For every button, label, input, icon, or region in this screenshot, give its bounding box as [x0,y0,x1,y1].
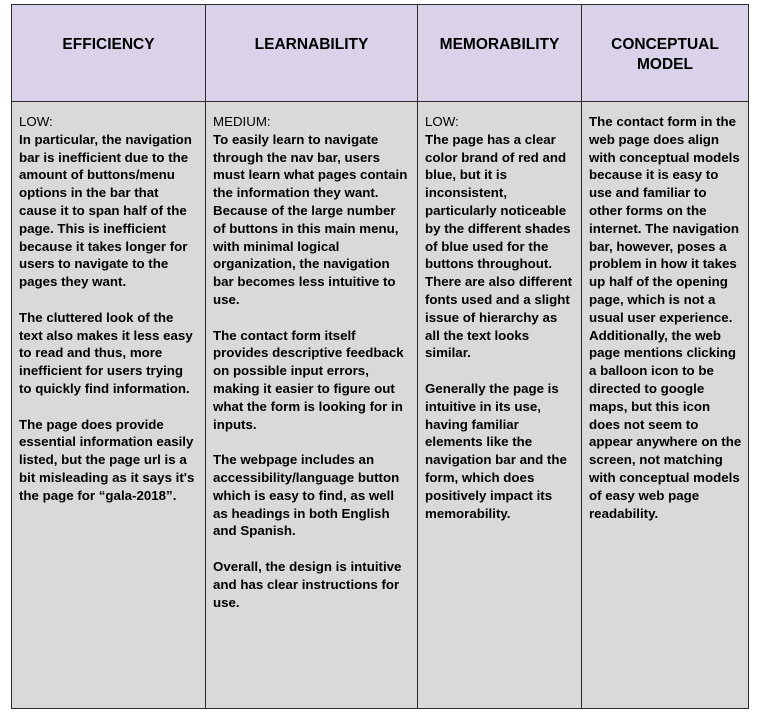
evaluation-table: EFFICIENCY LEARNABILITY MEMORABILITY CON… [11,4,749,709]
learnability-rating: MEDIUM: [213,114,271,129]
learnability-paragraph: The webpage includes an accessibility/la… [213,452,400,539]
learnability-paragraph: The contact form itself provides descrip… [213,327,404,432]
header-efficiency: EFFICIENCY [11,4,206,102]
efficiency-paragraph: The page does provide essential informat… [19,416,195,503]
header-memorability: MEMORABILITY [417,4,582,102]
header-conceptual-model-label: CONCEPTUAL MODEL [611,36,719,73]
content-row: LOW: In particular, the navigation bar i… [11,101,749,709]
memorability-cell: LOW: The page has a clear color brand of… [417,101,582,709]
learnability-cell: MEDIUM: To easily learn to navigate thro… [205,101,418,709]
learnability-paragraph: Overall, the design is intuitive and has… [213,558,402,610]
header-conceptual-model: CONCEPTUAL MODEL [581,4,749,102]
efficiency-paragraph: In particular, the navigation bar is ine… [19,131,192,290]
memorability-paragraph: Generally the page is intuitive in its u… [425,380,567,521]
conceptual-model-cell: The contact form in the web page does al… [581,101,749,709]
efficiency-paragraph: The cluttered look of the text also make… [19,309,193,396]
efficiency-rating: LOW: [19,114,53,129]
conceptual-model-paragraph: The contact form in the web page does al… [589,114,742,521]
learnability-paragraph: To easily learn to navigate through the … [213,131,408,307]
header-row: EFFICIENCY LEARNABILITY MEMORABILITY CON… [11,4,749,102]
efficiency-cell: LOW: In particular, the navigation bar i… [11,101,206,709]
memorability-paragraph: The page has a clear color brand of red … [425,131,573,361]
header-learnability: LEARNABILITY [205,4,418,102]
memorability-rating: LOW: [425,114,459,129]
